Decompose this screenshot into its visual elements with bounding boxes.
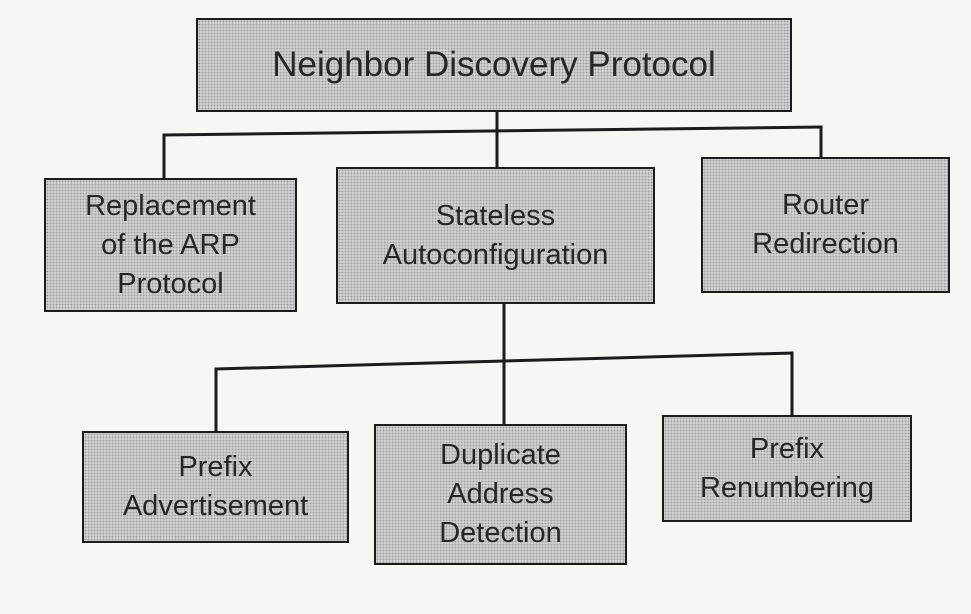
- node-arp-replacement: Replacement of the ARP Protocol: [44, 178, 297, 312]
- node-duplicate-address-detection: Duplicate Address Detection: [374, 424, 627, 565]
- connector-level1-bus: [162, 125, 823, 137]
- node-label: Replacement of the ARP Protocol: [85, 189, 256, 300]
- root-node-label: Neighbor Discovery Protocol: [272, 45, 716, 84]
- root-node-neighbor-discovery: Neighbor Discovery Protocol: [196, 18, 792, 112]
- node-label: Router Redirection: [752, 189, 899, 260]
- node-prefix-advertisement: Prefix Advertisement: [82, 431, 349, 543]
- node-label: Stateless Autoconfiguration: [382, 199, 609, 271]
- node-stateless-autoconfiguration: Stateless Autoconfiguration: [336, 167, 655, 304]
- node-label: Prefix Renumbering: [699, 432, 875, 504]
- node-router-redirection: Router Redirection: [701, 157, 950, 293]
- node-prefix-renumbering: Prefix Renumbering: [662, 415, 912, 522]
- node-label: Prefix Advertisement: [122, 451, 309, 522]
- node-label: Duplicate Address Detection: [439, 439, 562, 549]
